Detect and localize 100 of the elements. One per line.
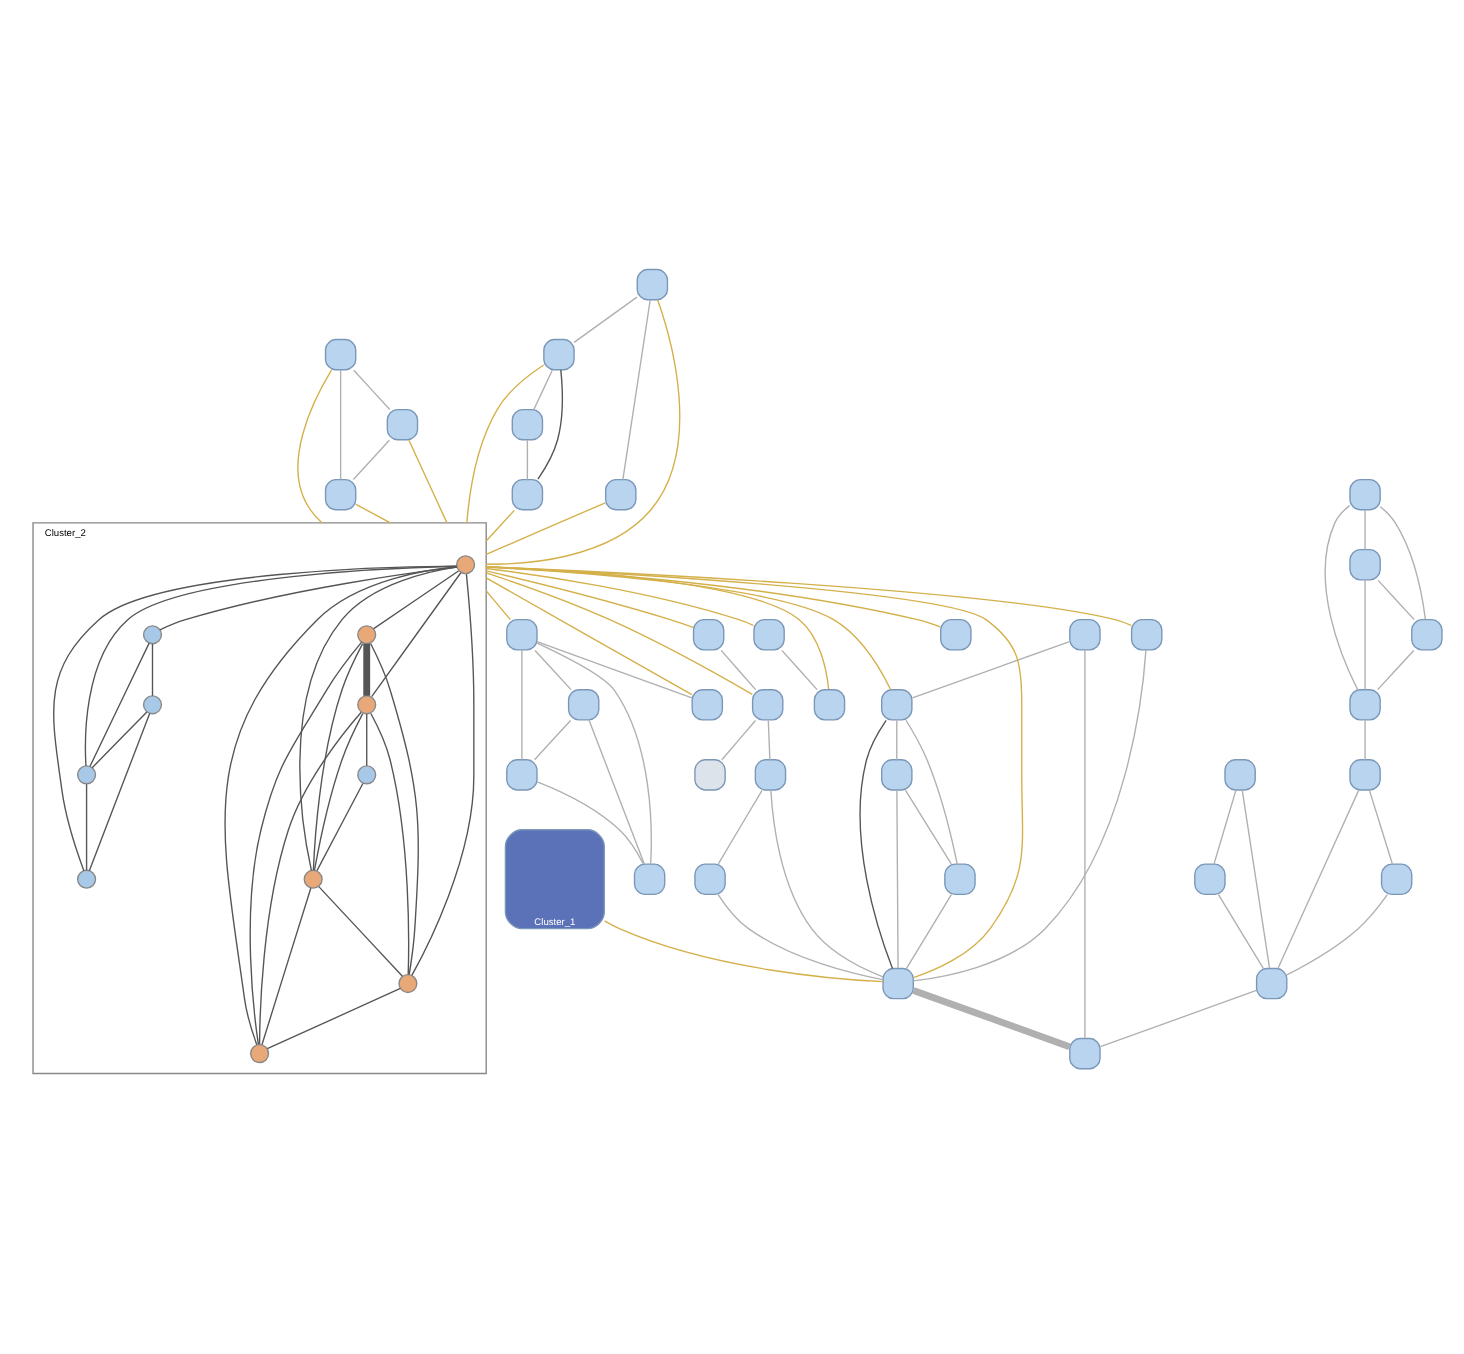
connector <box>1217 894 1264 969</box>
connector <box>536 781 644 865</box>
node-circle <box>398 973 418 994</box>
connector <box>911 640 1071 699</box>
connector <box>224 566 458 1046</box>
connector <box>485 566 830 690</box>
connector <box>1377 579 1415 621</box>
connector <box>466 364 545 524</box>
connector <box>533 369 553 411</box>
connector <box>408 439 448 524</box>
node-box <box>692 619 725 651</box>
node-circle <box>456 555 476 575</box>
node-circle <box>250 1044 270 1064</box>
node-box <box>324 478 357 511</box>
node-box <box>1349 478 1381 511</box>
connector <box>1277 789 1360 969</box>
connector <box>355 503 392 524</box>
connector <box>603 920 884 983</box>
connector <box>1364 509 1366 551</box>
node-box <box>1349 548 1381 581</box>
connector <box>537 369 563 480</box>
node-box <box>882 967 914 1000</box>
connector <box>373 570 460 630</box>
connector <box>485 566 942 628</box>
connector <box>53 565 458 872</box>
connector <box>1324 504 1359 691</box>
connector <box>485 502 606 556</box>
connector <box>896 719 898 761</box>
connector <box>249 641 363 1046</box>
connector <box>1364 719 1366 761</box>
connector <box>297 369 333 524</box>
node-box <box>1380 863 1413 895</box>
connector <box>533 719 572 761</box>
node-circle <box>76 869 97 889</box>
connector <box>720 649 757 691</box>
node-box <box>511 478 544 511</box>
connector <box>896 789 899 969</box>
connector <box>339 369 342 481</box>
connector <box>770 789 884 978</box>
connector <box>781 649 818 691</box>
connector <box>85 783 88 871</box>
connector <box>905 719 958 865</box>
node-circle <box>142 625 163 645</box>
connector <box>912 649 1147 982</box>
connector <box>1084 649 1086 1040</box>
connector <box>313 712 364 871</box>
connector <box>371 572 462 698</box>
node-circle <box>357 625 377 645</box>
connector <box>1213 789 1237 865</box>
node-box <box>511 408 544 441</box>
connector <box>370 712 410 976</box>
node-box <box>1411 619 1443 651</box>
node-box <box>754 759 787 791</box>
node-box <box>1069 619 1101 651</box>
node-box <box>633 863 666 895</box>
node-box <box>1069 1037 1101 1070</box>
node-box <box>604 478 637 511</box>
connector <box>588 719 645 865</box>
node-box <box>694 759 726 791</box>
node-box <box>751 689 784 721</box>
connector <box>411 573 475 977</box>
connector <box>534 649 572 691</box>
node-box <box>506 619 538 651</box>
node-circle <box>357 695 377 715</box>
connector <box>485 590 511 621</box>
node-box <box>694 863 726 895</box>
connector <box>904 789 952 865</box>
connector <box>485 572 754 696</box>
connector <box>1379 505 1427 621</box>
node-box <box>940 619 972 651</box>
connector <box>906 894 953 969</box>
node-box <box>944 863 976 895</box>
connector <box>573 296 638 344</box>
connector <box>316 782 364 872</box>
node-box <box>1194 863 1226 895</box>
connector <box>366 713 368 767</box>
connector <box>1364 579 1366 691</box>
connector <box>151 643 154 697</box>
connector <box>299 566 458 872</box>
connector <box>1286 894 1388 976</box>
connector <box>536 640 693 699</box>
connector <box>1241 789 1271 969</box>
connector <box>717 893 884 981</box>
connector <box>526 439 529 481</box>
node-box <box>881 759 913 791</box>
node-box <box>1255 967 1288 1000</box>
node-circle <box>357 765 377 785</box>
connector <box>622 299 651 481</box>
connector <box>352 439 390 481</box>
node-box <box>567 689 600 721</box>
node-box <box>324 338 357 371</box>
connector <box>1099 989 1258 1048</box>
connector <box>266 987 402 1050</box>
connector <box>485 566 892 691</box>
connector <box>536 642 652 865</box>
connector <box>717 789 763 865</box>
connector <box>353 369 391 411</box>
connector <box>369 642 419 976</box>
node-box <box>1130 619 1163 651</box>
node-box <box>813 689 846 721</box>
